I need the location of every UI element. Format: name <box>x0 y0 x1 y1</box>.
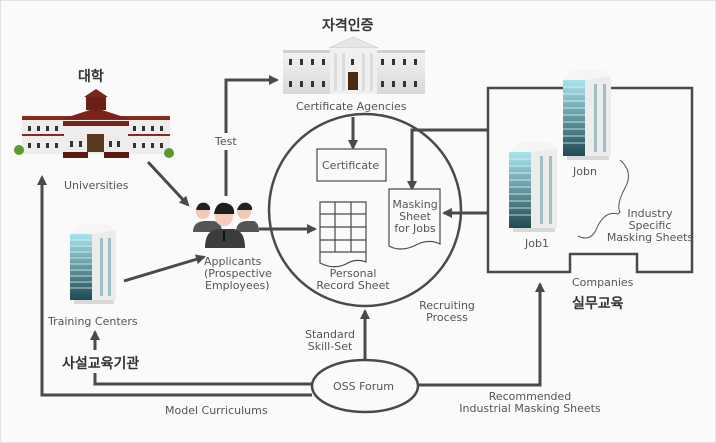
recruiting-process-label-2: Process <box>426 311 468 324</box>
industry-specific-label-1: Industry <box>627 207 673 220</box>
edge-forum-training-lower <box>93 370 312 386</box>
standard-skill-set-label-2: Skill-Set <box>307 340 353 353</box>
standard-skill-set-label-1: Standard <box>304 328 356 341</box>
personal-record-label-2: Record Sheet <box>316 279 390 292</box>
companies-container[interactable] <box>486 86 694 274</box>
certificate-agencies-heading: 자격인증 <box>322 18 374 34</box>
edge-companies-masking-top <box>407 128 488 191</box>
certificate-box[interactable] <box>316 148 387 182</box>
recommended-sheets-label-1: Recommended <box>488 390 572 403</box>
jobn-tower-icon <box>563 70 611 160</box>
office-tower-icon <box>70 224 116 304</box>
training-centers-heading: 사설교육기관 <box>60 353 142 373</box>
applicants-label-3: Employees) <box>205 279 270 292</box>
masking-sheet-label-3: for Jobs <box>394 222 436 235</box>
model-curriculums-label: Model Curriculums <box>165 404 268 417</box>
certificate-agencies-label: Certificate Agencies <box>296 100 407 113</box>
personal-record-label-1: Personal <box>329 267 377 280</box>
test-edge-label: Test <box>215 135 237 148</box>
masking-sheet-label-1: Masking <box>392 198 438 211</box>
applicants-label-1: Applicants <box>204 255 262 268</box>
edge-forum-companies <box>418 282 545 387</box>
university-label: Universities <box>64 179 129 192</box>
industry-specific-label-2: Specific <box>628 219 672 232</box>
masking-sheet-icon[interactable] <box>388 188 441 250</box>
oss-forum-ellipse[interactable] <box>310 358 420 414</box>
industry-specific-label-3: Masking Sheets <box>606 231 694 244</box>
university-building-icon <box>14 89 174 158</box>
masking-sheet-label-2: Sheet <box>399 210 431 223</box>
recruiting-process-label-1: Recruiting <box>419 299 475 312</box>
companies-label: Companies <box>572 276 634 289</box>
recruiting-process-circle[interactable] <box>267 112 463 308</box>
personal-record-sheet-icon[interactable] <box>319 201 367 268</box>
edge-university-applicants <box>146 160 190 207</box>
applicants-label-2: (Prospective <box>204 267 272 280</box>
jobn-label: Jobn <box>573 165 597 178</box>
certificate-label: Certificate <box>322 159 380 172</box>
brace-curve-icon <box>577 159 630 239</box>
oss-forum-label: OSS Forum <box>333 380 394 393</box>
job1-tower-icon <box>509 142 557 232</box>
recommended-sheets-label-2: Industrial Masking Sheets <box>459 402 601 415</box>
university-heading: 대학 <box>78 69 104 85</box>
training-centers-label: Training Centers <box>48 315 138 328</box>
companies-heading: 실무교육 <box>572 296 624 312</box>
edge-forum-universities <box>37 175 312 397</box>
people-group-icon <box>193 202 259 248</box>
edge-test-upper <box>224 75 279 133</box>
edge-training-applicants <box>123 254 206 283</box>
job1-label: Job1 <box>525 237 549 250</box>
government-building-icon <box>283 36 425 94</box>
